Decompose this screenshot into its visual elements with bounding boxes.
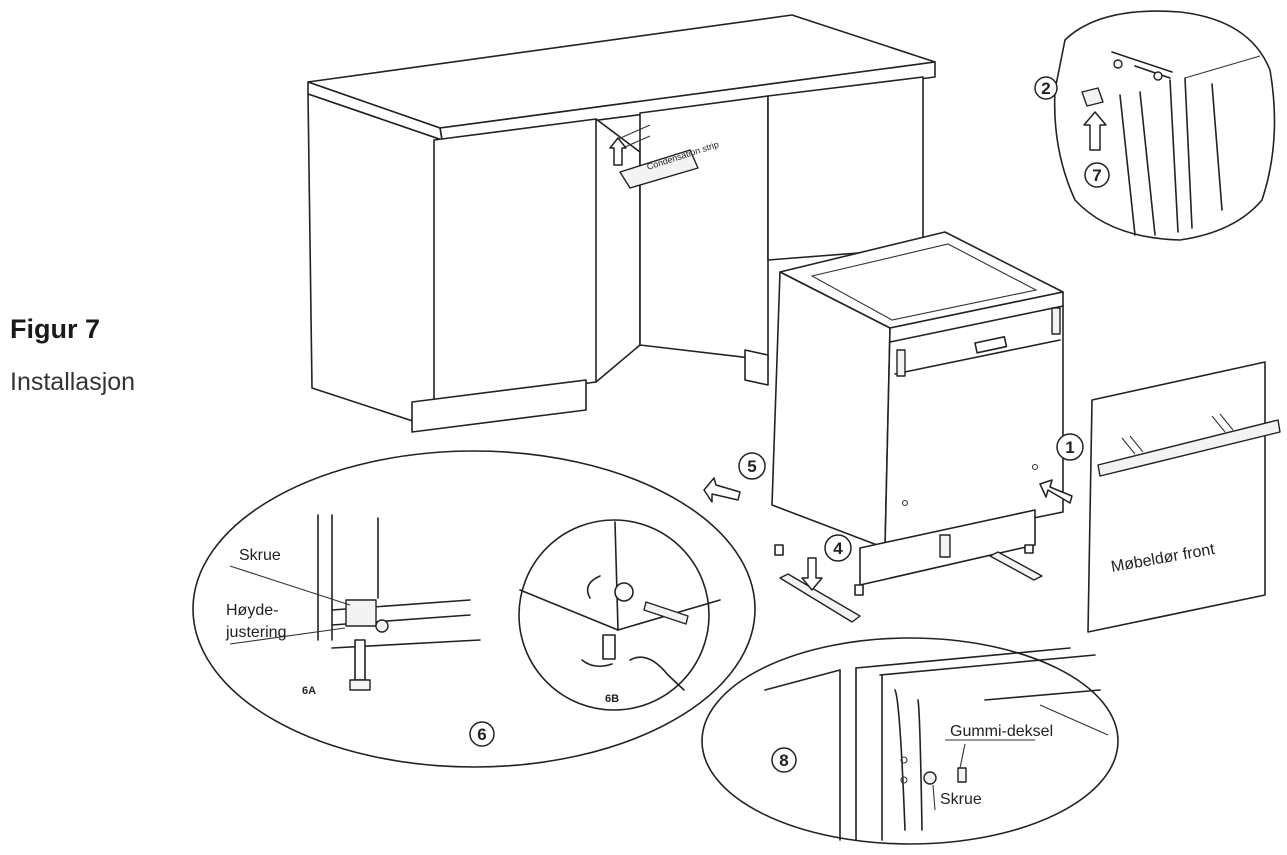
svg-text:6: 6: [477, 725, 486, 744]
svg-text:5: 5: [747, 457, 756, 476]
detail-rubber-cover: Gummi-deksel Skrue 8: [701, 637, 1119, 845]
figure-subtitle: Installasjon: [10, 368, 136, 396]
step-4: 4: [824, 534, 852, 562]
step-5: 5: [738, 452, 766, 480]
detail-6a-label: 6A: [302, 685, 316, 697]
figure-title: Figur 7: [10, 314, 101, 344]
kitchen-cabinet: Condensation strip: [307, 14, 936, 433]
detail-bracket: 2 7: [1034, 10, 1276, 241]
rubber-cover-label: Gummi-deksel: [950, 723, 1053, 740]
svg-text:1: 1: [1065, 438, 1074, 457]
svg-text:8: 8: [779, 751, 788, 770]
step-1: 1: [1056, 433, 1084, 461]
screw-label-6: Skrue: [239, 547, 281, 564]
height-adjust-label-2: justering: [225, 624, 286, 641]
detail-height-adjustment: Skrue Høyde- justering 6A 6B 6: [192, 450, 756, 768]
dishwasher: [703, 231, 1073, 623]
svg-text:4: 4: [833, 539, 843, 558]
svg-text:2: 2: [1041, 79, 1050, 98]
height-adjust-label-1: Høyde-: [226, 602, 278, 619]
screw-label-8: Skrue: [940, 791, 982, 808]
furniture-door: Møbeldør front: [1087, 361, 1281, 633]
step-2: 2: [1034, 76, 1058, 100]
svg-text:7: 7: [1092, 166, 1101, 185]
step-6: 6: [469, 721, 495, 747]
step-7: 7: [1084, 162, 1110, 188]
step-8: 8: [771, 747, 797, 773]
detail-6b-label: 6B: [605, 693, 619, 705]
